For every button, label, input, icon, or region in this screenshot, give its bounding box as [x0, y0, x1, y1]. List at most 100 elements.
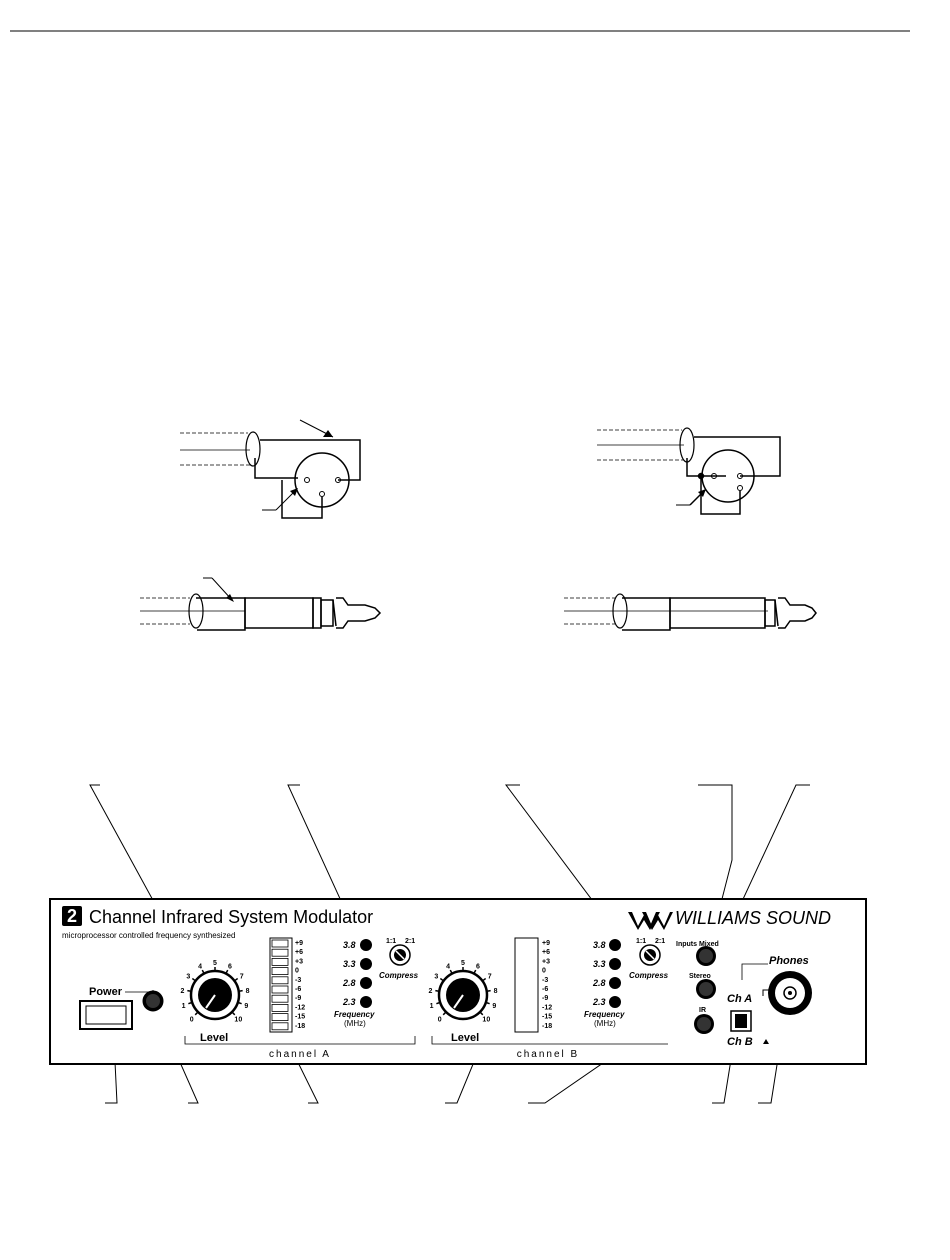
- level-tick: 5: [213, 960, 217, 967]
- level-tick: 0: [190, 1016, 194, 1023]
- frequency-label-channel-a: Frequency: [334, 1010, 375, 1019]
- frequency-indicator[interactable]: [609, 958, 621, 970]
- level-tick-mark: [449, 969, 453, 974]
- xlr-balanced-wiring: [597, 427, 781, 515]
- ch-b-label: Ch B: [727, 1036, 753, 1048]
- frequency-option-label: 2.3: [592, 997, 606, 1007]
- frequency-option-label: 2.8: [342, 978, 356, 988]
- level-knob-channel-a[interactable]: [189, 969, 241, 1021]
- channel-a-bracket: [184, 1036, 416, 1045]
- meter-scale-value: -15: [542, 1014, 552, 1021]
- meter-segment: [271, 976, 289, 985]
- level-tick: 7: [488, 974, 492, 981]
- frequency-selector-channel-a[interactable]: 3.8 3.3 2.8 2.3: [342, 939, 372, 1008]
- level-tick-mark: [439, 977, 444, 981]
- compress-label-channel-a: Compress: [379, 971, 419, 980]
- meter-scale-value: +3: [542, 958, 550, 965]
- headphone-jack[interactable]: [768, 971, 812, 1015]
- level-tick: 10: [234, 1016, 242, 1023]
- compress-ratio-low-a: 1:1: [386, 938, 396, 945]
- level-tick: 10: [482, 1016, 490, 1023]
- phone-plug-unbalanced-wiring: [140, 577, 382, 631]
- compress-label-channel-b: Compress: [629, 971, 669, 980]
- level-tick-mark: [480, 1012, 484, 1016]
- frequency-option-label: 3.8: [343, 940, 356, 950]
- level-tick: 5: [461, 960, 465, 967]
- inputs-mixed-label: Inputs Mixed: [676, 941, 719, 948]
- ch-b-marker-icon: [763, 1039, 769, 1044]
- level-tick-mark: [486, 1002, 490, 1005]
- level-tick-mark: [482, 977, 487, 981]
- meter-scale-channel-b: +9+6+30-3-6-9-12-15-18: [542, 940, 552, 1030]
- power-switch[interactable]: [79, 1000, 133, 1030]
- meter-scale-value: -3: [542, 977, 548, 984]
- frequency-option-label: 3.3: [343, 959, 356, 969]
- compress-ratio-low-b: 1:1: [636, 938, 646, 945]
- phone-plug-balanced-wiring: [564, 593, 817, 631]
- meter-scale-value: -9: [542, 995, 548, 1002]
- phones-label: Phones: [769, 955, 809, 967]
- meter-segment: [271, 1022, 289, 1031]
- meter-scale-value: -9: [295, 995, 301, 1002]
- brand-name: WILLIAMS SOUND: [675, 908, 831, 928]
- frequency-label-channel-b: Frequency: [584, 1010, 625, 1019]
- compress-ratio-high-b: 2:1: [655, 938, 665, 945]
- channel-b-label: channel B: [517, 1049, 579, 1060]
- frequency-indicator[interactable]: [360, 958, 372, 970]
- frequency-unit-channel-a: (MHz): [344, 1019, 366, 1028]
- stereo-label: Stereo: [689, 973, 711, 980]
- meter-scale-channel-a: +9+6+30-3-6-9-12-15-18: [295, 940, 305, 1030]
- meter-segments-channel-a: [271, 939, 289, 1031]
- level-tick-mark: [442, 1012, 446, 1016]
- meter-segment: [271, 939, 289, 948]
- xlr-connector: [701, 449, 755, 503]
- meter-scale-value: -12: [295, 1004, 305, 1011]
- level-tick: 6: [476, 964, 480, 971]
- level-tick-mark: [194, 1012, 198, 1016]
- compress-ratio-high-a: 2:1: [405, 938, 415, 945]
- frequency-indicator[interactable]: [609, 939, 621, 951]
- meter-segment: [271, 1013, 289, 1021]
- frequency-selector-channel-b[interactable]: 3.83.32.82.3: [592, 939, 621, 1008]
- frequency-indicator[interactable]: [360, 939, 372, 951]
- level-tick: 8: [246, 988, 250, 995]
- level-tick: 0: [438, 1016, 442, 1023]
- compress-knob-channel-a[interactable]: [389, 944, 411, 966]
- williams-sound-logo: [628, 912, 673, 930]
- meter-scale-value: +3: [295, 958, 303, 965]
- level-tick-mark: [225, 969, 229, 974]
- meter-scale-value: -3: [295, 977, 301, 984]
- level-tick-mark: [473, 969, 477, 974]
- level-tick-mark: [436, 1002, 440, 1005]
- frequency-indicator[interactable]: [360, 977, 372, 989]
- frequency-indicator[interactable]: [609, 996, 621, 1008]
- meter-scale-value: -6: [295, 986, 301, 993]
- compress-knob-channel-b[interactable]: [639, 944, 661, 966]
- meter-scale-value: 0: [542, 968, 546, 975]
- level-tick-mark: [191, 977, 196, 981]
- level-tick: 7: [240, 974, 244, 981]
- level-tick: 8: [494, 988, 498, 995]
- channel-count-badge: [62, 906, 82, 926]
- level-tick: 4: [446, 964, 450, 971]
- level-knob-channel-b[interactable]: [437, 969, 489, 1021]
- frequency-indicator[interactable]: [609, 977, 621, 989]
- meter-scale-value: -12: [542, 1004, 552, 1011]
- meter-segment: [271, 948, 289, 957]
- power-label: Power: [89, 986, 123, 998]
- frequency-option-label: 2.8: [592, 978, 606, 988]
- frequency-unit-channel-b: (MHz): [594, 1019, 616, 1028]
- channel-a-label: channel A: [269, 1049, 331, 1060]
- level-tick: 6: [228, 964, 232, 971]
- frequency-option-label: 2.3: [342, 997, 356, 1007]
- meter-segment: [271, 985, 289, 994]
- level-tick: 3: [434, 974, 438, 981]
- frequency-indicator[interactable]: [360, 996, 372, 1008]
- level-label-channel-a: Level: [200, 1032, 228, 1044]
- channel-selector-switch[interactable]: [730, 1010, 752, 1032]
- meter-scale-value: -6: [542, 986, 548, 993]
- meter-scale-value: +9: [542, 940, 550, 947]
- meter-segment: [271, 994, 289, 1003]
- level-tick-mark: [232, 1012, 236, 1016]
